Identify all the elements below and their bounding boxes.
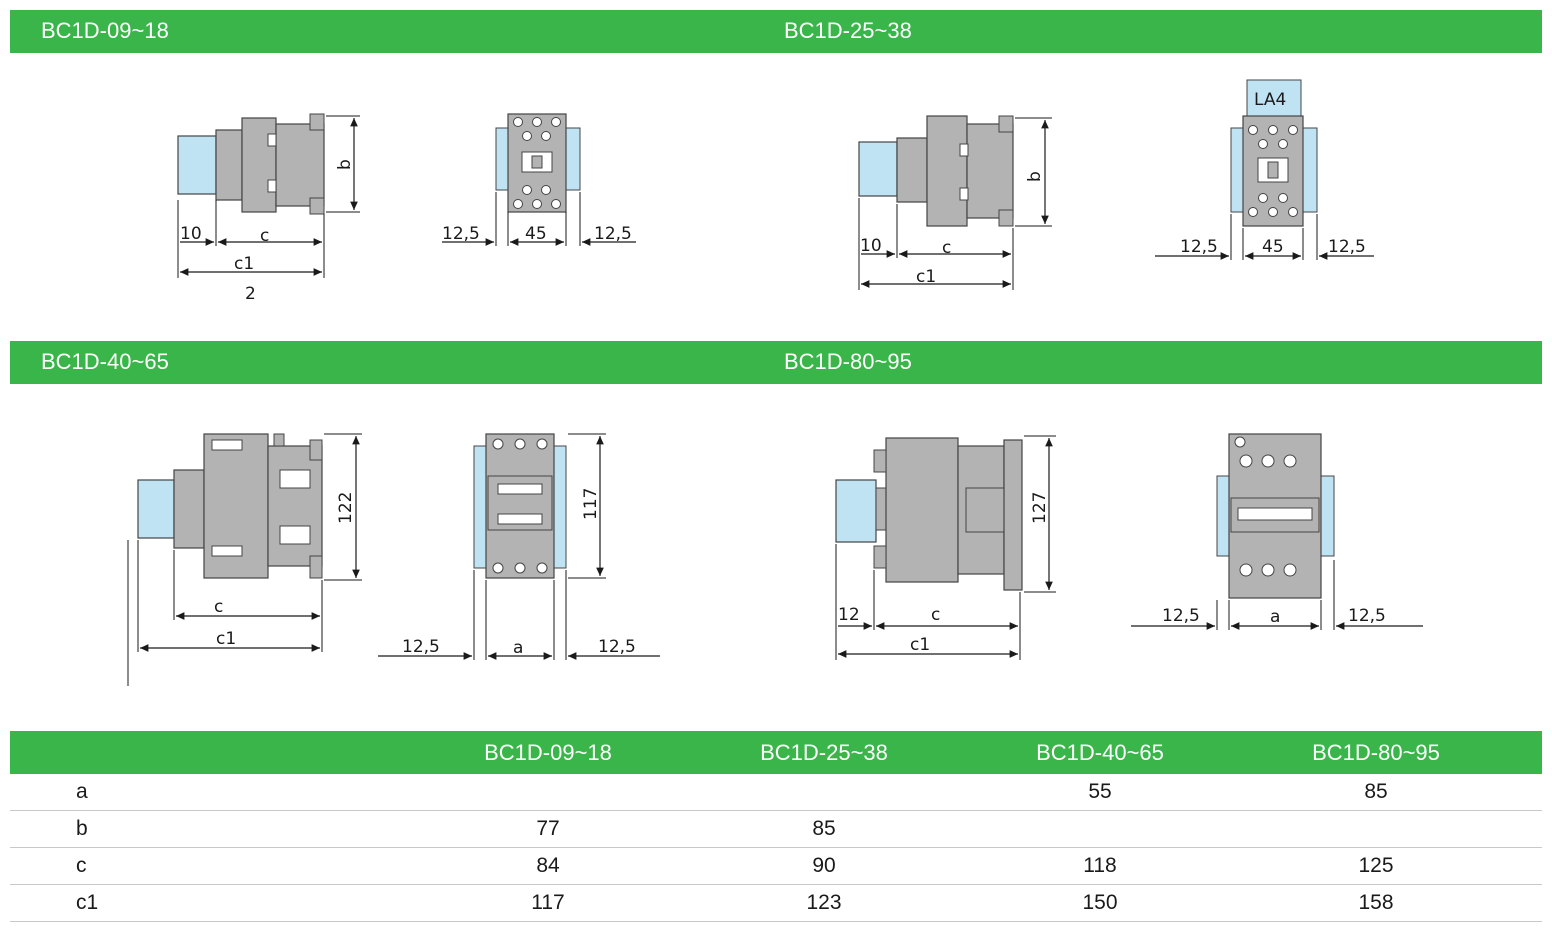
dim-label-b: b (1025, 171, 1045, 182)
dim-label-12-5-right: 12,5 (1348, 606, 1386, 626)
table-row: c1 117 123 150 158 (10, 885, 1542, 922)
dim-label-c: c (260, 226, 269, 246)
side-view-bc1d-09-18: 10 c c1 2 b (177, 113, 360, 304)
section-title-bc1d-80-95: BC1D-80~95 (784, 349, 912, 374)
table-cell: 117 (531, 891, 565, 914)
table-cell: 118 (1083, 854, 1117, 877)
row-label: b (76, 817, 88, 840)
column-header: BC1D-09~18 (484, 740, 612, 765)
front-view-bc1d-09-18: 12,5 45 12,5 (442, 113, 636, 246)
dim-label-c1: c1 (916, 267, 936, 287)
front-view-bc1d-40-65: 117 12,5 a 12,5 (378, 433, 660, 660)
row-label: c1 (76, 891, 99, 914)
dim-label-45: 45 (1262, 237, 1284, 257)
dim-label-c: c (214, 597, 223, 617)
table-row: a 55 85 (10, 774, 1542, 811)
column-header: BC1D-80~95 (1312, 740, 1440, 765)
table-cell: 158 (1358, 891, 1394, 914)
table-cell: 84 (536, 854, 560, 877)
dim-label-a: a (1270, 607, 1280, 627)
dim-label-12-5-left: 12,5 (442, 224, 480, 244)
side-view-bc1d-25-38: 10 c c1 b (858, 115, 1052, 290)
dim-label-c: c (931, 605, 940, 625)
table-row: c 84 90 118 125 (10, 848, 1542, 885)
dim-label-12-5-right: 12,5 (598, 637, 636, 657)
table-cell: 150 (1082, 891, 1118, 914)
section-header-2: BC1D-40~65 BC1D-80~95 (10, 341, 1542, 384)
front-view-bc1d-80-95: 12,5 a 12,5 (1131, 433, 1423, 630)
section-title-bc1d-09-18: BC1D-09~18 (41, 18, 169, 43)
table-cell: 123 (806, 891, 842, 914)
dimensions-table: BC1D-09~18 BC1D-25~38 BC1D-40~65 BC1D-80… (10, 731, 1542, 922)
dim-label-10: 10 (860, 236, 882, 256)
table-header: BC1D-09~18 BC1D-25~38 BC1D-40~65 BC1D-80… (10, 731, 1542, 774)
dim-label-45: 45 (525, 224, 547, 244)
table-cell: 90 (812, 854, 836, 877)
dim-label-c1: c1 (234, 254, 254, 274)
dim-label-117: 117 (581, 488, 601, 520)
dim-label-c: c (942, 238, 951, 258)
dim-label-12: 12 (838, 605, 860, 625)
dim-label-c1: c1 (910, 635, 930, 655)
table-cell: 85 (1364, 780, 1388, 803)
dim-label-122: 122 (336, 492, 356, 524)
dim-label-127: 127 (1030, 492, 1050, 524)
table-cell: 125 (1358, 854, 1394, 877)
la4-module-label: LA4 (1254, 90, 1286, 110)
row-label: a (76, 780, 88, 803)
table-cell: 85 (812, 817, 836, 840)
column-header: BC1D-40~65 (1036, 740, 1164, 765)
dim-label-c1: c1 (216, 629, 236, 649)
section-title-bc1d-40-65: BC1D-40~65 (41, 349, 169, 374)
table-cell: 55 (1088, 780, 1112, 803)
front-view-bc1d-25-38: LA4 12,5 45 12,5 (1155, 79, 1374, 260)
dim-label-a: a (513, 638, 523, 658)
side-view-bc1d-80-95: 127 12 c c1 (835, 435, 1056, 660)
dim-label-12-5-right: 12,5 (1328, 237, 1366, 257)
dim-label-10: 10 (180, 224, 202, 244)
side-view-bc1d-40-65: 122 c c1 (127, 433, 362, 686)
dim-label-b: b (335, 159, 355, 170)
dim-label-12-5-left: 12,5 (1162, 606, 1200, 626)
dimension-drawings: 10 c c1 2 b 12,5 45 12,5 (127, 79, 1423, 686)
section-title-bc1d-25-38: BC1D-25~38 (784, 18, 912, 43)
table-cell: 77 (536, 817, 560, 840)
column-header: BC1D-25~38 (760, 740, 888, 765)
section-header-1: BC1D-09~18 BC1D-25~38 (10, 10, 1542, 53)
dim-label-2: 2 (245, 284, 256, 304)
row-label: c (76, 854, 87, 877)
table-row: b 77 85 (10, 811, 1542, 848)
dim-label-12-5-left: 12,5 (402, 637, 440, 657)
dim-label-12-5-left: 12,5 (1180, 237, 1218, 257)
dim-label-12-5-right: 12,5 (594, 224, 632, 244)
